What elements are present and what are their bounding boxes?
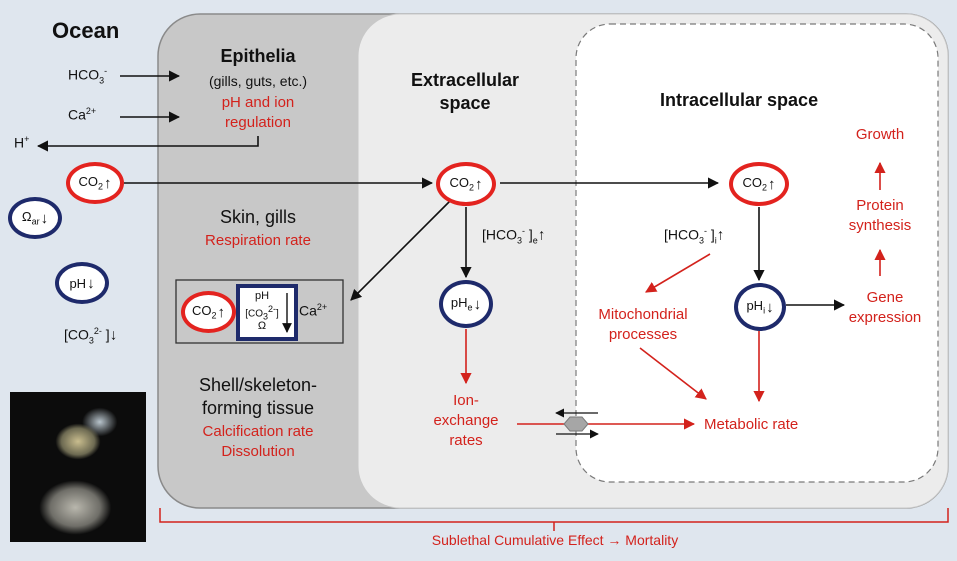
calcification-rate-label: Calcification rate [202, 423, 314, 440]
co2-to-shell-arrow [350, 200, 451, 301]
shell-tissue-label: Shell/skeleton- [198, 375, 318, 395]
mito-to-metabolic-arrow [639, 347, 707, 400]
mitochondrial-label: Mitochondrial [598, 306, 688, 323]
ca-input-label: Ca2+ [68, 106, 97, 123]
down-arrow-icon: ↓ [473, 295, 482, 313]
metabolic-rate-label: Metabolic rate [704, 416, 799, 433]
ocean-omega-circle: Ωar↓ [8, 197, 62, 239]
protein-synthesis-label-2: synthesis [848, 217, 912, 234]
up-arrow-icon: ↑ [475, 175, 483, 193]
extracellular-title-2: space [439, 93, 491, 113]
up-arrow-icon: ↑ [217, 303, 226, 321]
shell-omega-label: Ω [257, 320, 267, 332]
ion-exchange-label: Ion- [453, 392, 479, 409]
down-arrow-icon: ↓ [766, 298, 774, 316]
shell-ph-label: pH [254, 290, 270, 302]
ion-exchange-label-3: rates [449, 432, 483, 449]
gene-expression-label: Gene [866, 289, 904, 306]
epithelia-regulation-2: regulation [225, 114, 291, 131]
extracellular-co2-circle: CO2↑ [436, 162, 496, 206]
ocean-ph-circle: pH↓ [55, 262, 109, 304]
shell-ca-label: Ca2+ [299, 302, 328, 319]
epithelia-regulation: pH and ion [221, 94, 295, 111]
down-arrow-icon: ↓ [40, 209, 49, 227]
hco3-input-label: HCO3- [68, 66, 108, 86]
respiration-rate-label: Respiration rate [205, 232, 311, 249]
epithelia-subtitle: (gills, guts, etc.) [208, 73, 308, 89]
growth-label: Growth [855, 126, 905, 143]
ion-exchange-label-2: exchange [433, 412, 499, 429]
hco3i-label: [HCO3- ]i↑ [664, 226, 725, 246]
cumulative-effect-label: Sublethal Cumulative Effect → Mortality [431, 532, 679, 548]
shell-co3-label: [CO32-] [245, 304, 279, 322]
ion-exchanger-icon [563, 416, 589, 432]
skin-gills-label: Skin, gills [219, 207, 297, 227]
protein-synthesis-label: Protein [856, 197, 904, 214]
mitochondrial-label-2: processes [608, 326, 678, 343]
gene-expression-label-2: expression [848, 309, 922, 326]
extracellular-title: Extracellular [410, 70, 520, 90]
shell-co2-circle: CO2↑ [181, 291, 236, 333]
shell-chemistry-box [175, 279, 344, 344]
hco3i-to-mito-arrow [645, 253, 711, 293]
ocean-co3-label: [CO32- ]↓ [64, 326, 118, 346]
cumulative-effect-bracket [159, 508, 949, 531]
pteropod-photo [10, 392, 146, 542]
phe-circle: pHe↓ [439, 280, 493, 328]
dissolution-label: Dissolution [221, 443, 295, 460]
phi-circle: pHi↓ [734, 283, 786, 331]
up-arrow-icon: ↑ [104, 174, 112, 192]
h-arrow [36, 136, 259, 152]
h-output-label: H+ [14, 134, 30, 151]
down-arrow-icon: ↓ [87, 274, 95, 292]
epithelia-title: Epithelia [220, 46, 296, 66]
ocean-title: Ocean [52, 18, 120, 43]
shell-tissue-label-2: forming tissue [201, 398, 315, 418]
up-arrow-icon: ↑ [768, 175, 776, 193]
hco3e-label: [HCO3- ]e↑ [482, 226, 546, 246]
ocean-co2-circle: CO2↑ [66, 162, 124, 204]
intracellular-title: Intracellular space [660, 90, 819, 110]
intracellular-co2-circle: CO2↑ [729, 162, 789, 206]
